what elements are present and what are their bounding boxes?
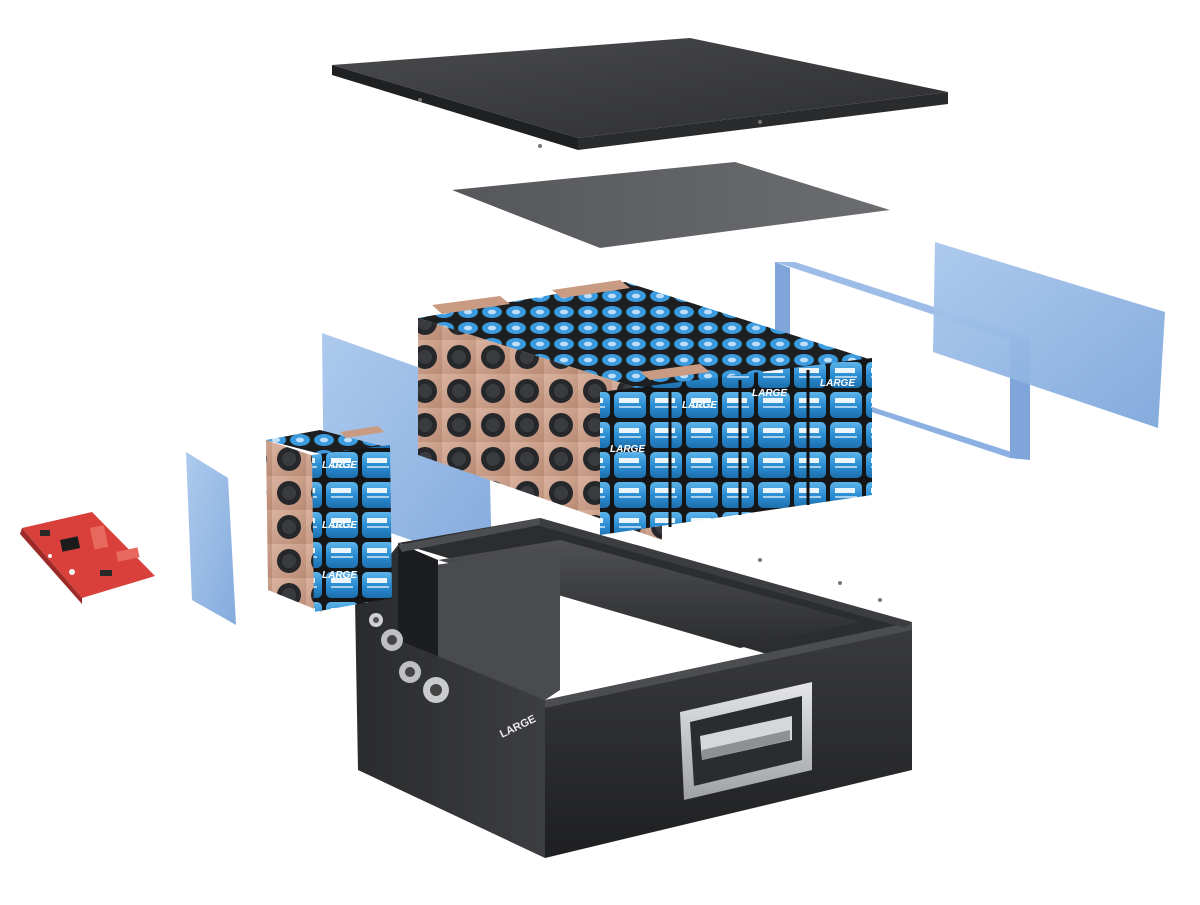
cell-brand-label: LARGE (322, 570, 357, 581)
cover-screw (758, 120, 762, 124)
top-cover (332, 38, 948, 150)
insulation-sheet-right (933, 242, 1165, 428)
battery-case: LARGE (355, 518, 912, 858)
battery-module-side: LARGE LARGE LARGE (266, 426, 392, 612)
cell-brand-label: LARGE (322, 520, 357, 531)
battery-module-main: LARGE LARGE LARGE LARGE (418, 280, 872, 540)
bms-board (20, 512, 155, 604)
cell-brand-label: LARGE (820, 378, 855, 389)
case-screw (758, 558, 762, 562)
cell-brand-label: LARGE (322, 460, 357, 471)
cell-brand-label: LARGE (682, 400, 717, 411)
bus-bar (432, 296, 510, 314)
case-handle[interactable] (680, 682, 812, 800)
connector-port (369, 613, 383, 627)
connector-port (399, 661, 421, 683)
connector-port (423, 677, 449, 703)
cover-screw (418, 98, 422, 102)
case-screw (878, 598, 882, 602)
insulation-sheet-small (186, 452, 236, 625)
bus-bar (552, 280, 630, 298)
cover-screw (538, 144, 542, 148)
cell-brand-label: LARGE (752, 388, 787, 399)
bus-bar (640, 364, 710, 380)
case-screw (838, 581, 842, 585)
cell-brand-label: LARGE (610, 444, 645, 455)
connector-port (381, 629, 403, 651)
bus-bar (340, 426, 384, 438)
insulation-sheet-top (452, 162, 890, 248)
